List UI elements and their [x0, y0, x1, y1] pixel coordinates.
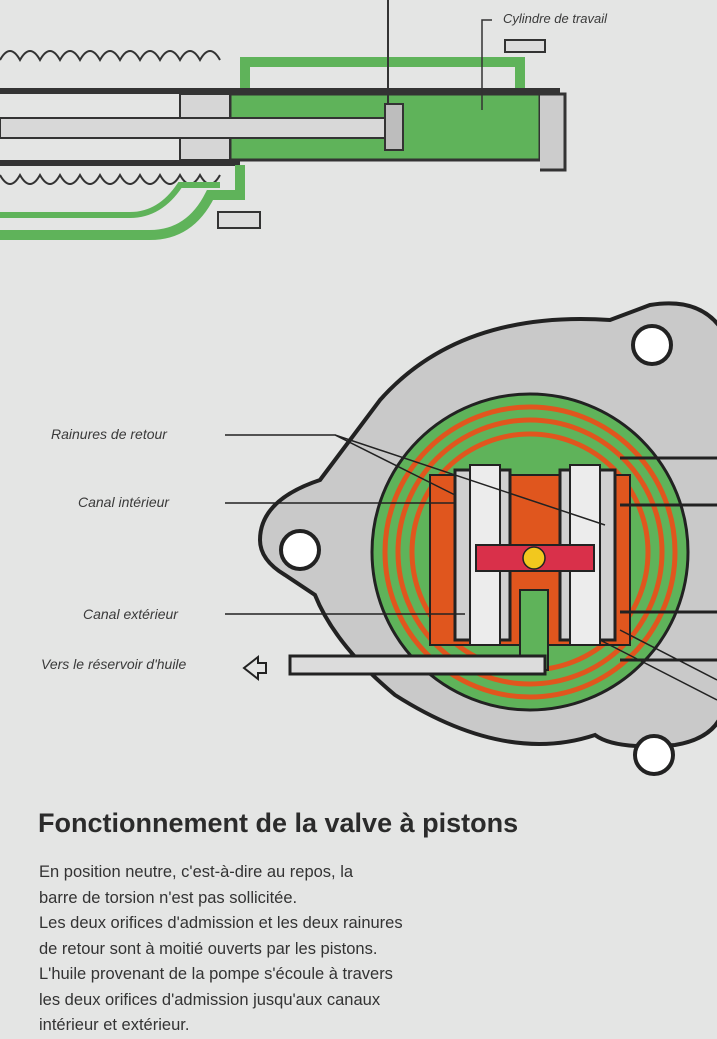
cylinder-label: Cylindre de travail [503, 11, 608, 26]
valve-diagram [0, 0, 717, 776]
paragraph-line: de retour sont à moitié ouverts par les … [39, 939, 378, 958]
leader-lines [225, 434, 717, 701]
section-paragraph: En position neutre, c'est-à-dire au repo… [39, 860, 403, 1039]
paragraph-line: L'huile provenant de la pompe s'écoule à… [39, 965, 393, 983]
paragraph-line: barre de torsion n'est pas sollicitée. [39, 888, 298, 907]
reservoir-label: Vers le réservoir d'huile [41, 656, 187, 672]
paragraph-line: Les deux orifices d'admission et les deu… [39, 914, 403, 932]
working-cylinder [0, 0, 567, 240]
inner-channel-label: Canal intérieur [78, 494, 170, 510]
paragraph-line: En position neutre, c'est-à-dire au repo… [39, 863, 354, 881]
return-grooves-label: Rainures de retour [51, 426, 167, 442]
paragraph-line: intérieur et extérieur. [39, 1016, 190, 1034]
section-title: Fonctionnement de la valve à pistons [38, 808, 519, 838]
paragraph-line: les deux orifices d'admission jusqu'aux … [39, 990, 381, 1009]
outer-channel-label: Canal extérieur [83, 606, 178, 622]
valve-housing [242, 301, 717, 776]
